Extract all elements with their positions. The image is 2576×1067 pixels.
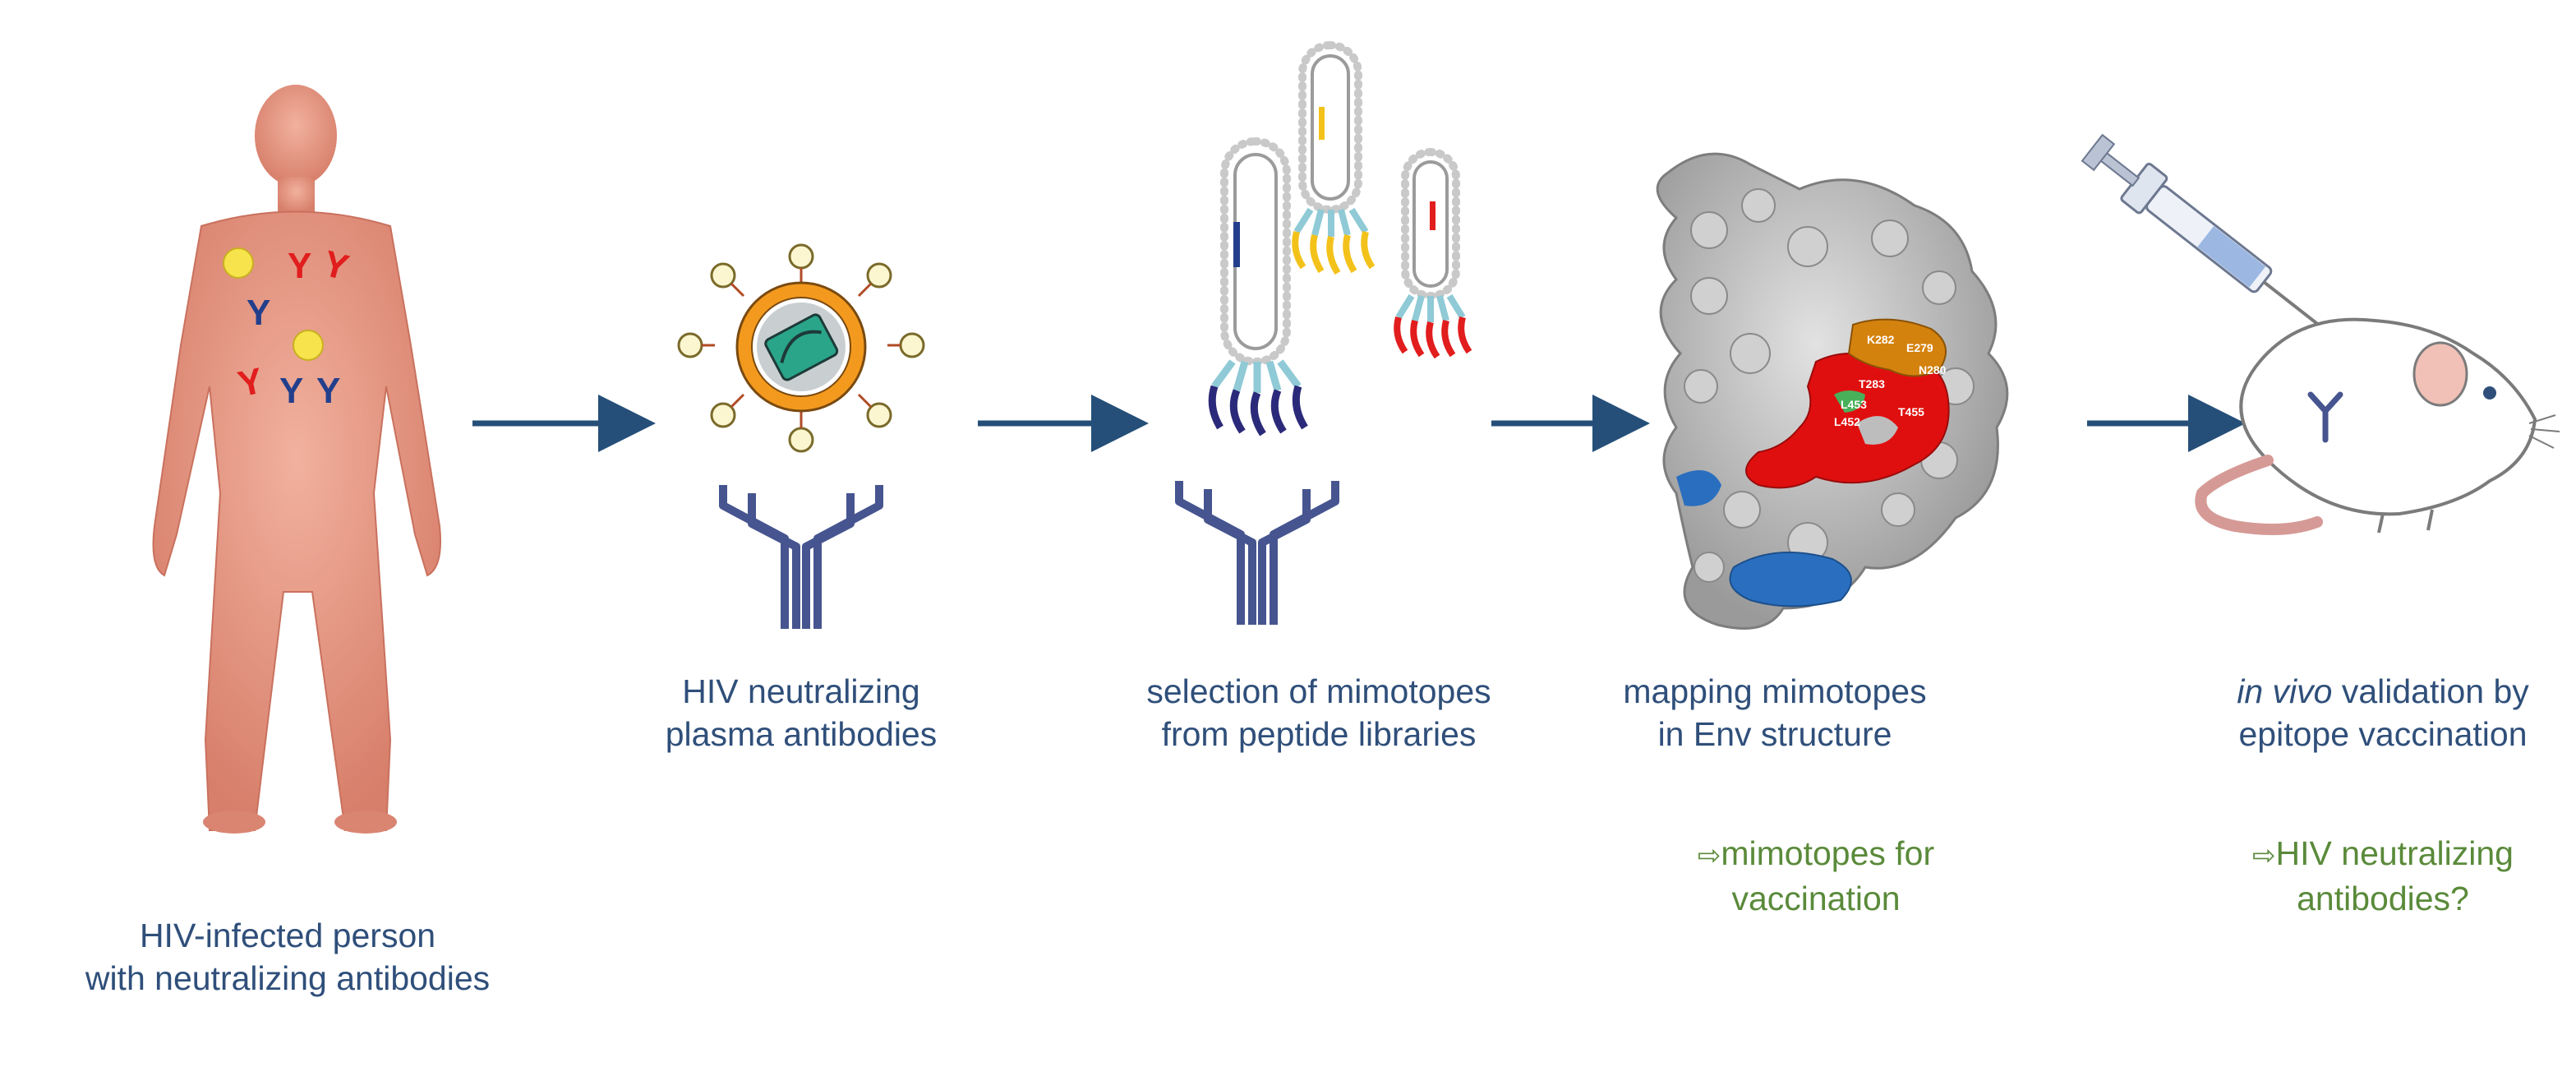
caption-line: mapping mimotopes xyxy=(1623,672,1927,710)
caption-env-mapping: mapping mimotopes in Env structure xyxy=(1594,670,1956,755)
result-line: antibodies? xyxy=(2297,880,2469,917)
caption-line: plasma antibodies xyxy=(665,715,938,753)
caption-line: from peptide libraries xyxy=(1161,715,1477,753)
svg-text:Y: Y xyxy=(279,371,303,411)
human-figure-icon: Y Y Y Y Y Y xyxy=(152,85,441,834)
svg-text:Y: Y xyxy=(288,246,311,286)
svg-text:T455: T455 xyxy=(1898,405,1924,418)
phage-icon xyxy=(1208,41,1472,436)
svg-text:Y: Y xyxy=(247,293,270,333)
caption-vaccination: in vivo validation by epitope vaccinatio… xyxy=(2194,670,2572,755)
caption-line: HIV-infected person xyxy=(139,917,436,954)
result-line: HIV neutralizing xyxy=(2275,834,2514,872)
caption-plasma-antibodies: HIV neutralizing plasma antibodies xyxy=(604,670,998,755)
svg-text:L452: L452 xyxy=(1834,415,1860,428)
mouse-icon xyxy=(2195,317,2560,535)
caption-mimotope-selection: selection of mimotopes from peptide libr… xyxy=(1105,670,1532,755)
antibody-icon xyxy=(723,485,879,629)
svg-text:N280: N280 xyxy=(1919,363,1947,376)
result-line: vaccination xyxy=(1731,880,1901,917)
result-line: mimotopes for xyxy=(1721,834,1935,872)
result-arrow-icon: ⇨ xyxy=(2252,840,2276,871)
caption-italic: in vivo xyxy=(2237,672,2333,710)
virus-particle-icon xyxy=(677,243,925,453)
caption-line: with neutralizing antibodies xyxy=(85,959,491,997)
caption-line: HIV neutralizing xyxy=(682,672,920,710)
caption-line: selection of mimotopes xyxy=(1146,672,1491,710)
caption-line: epitope vaccination xyxy=(2238,715,2528,753)
result-arrow-icon: ⇨ xyxy=(1697,840,1721,871)
caption-line: in Env structure xyxy=(1657,715,1892,753)
result-vaccination: ⇨HIV neutralizing antibodies? xyxy=(2202,832,2564,920)
protein-surface-icon: K282 E279 N280 T283 L453 T455 L452 xyxy=(1656,152,2009,630)
caption-infected-person: HIV-infected person with neutralizing an… xyxy=(25,914,551,1000)
svg-text:L453: L453 xyxy=(1841,398,1867,411)
svg-text:Y: Y xyxy=(316,371,340,411)
svg-text:K282: K282 xyxy=(1867,333,1895,346)
caption-line: validation by xyxy=(2332,672,2529,710)
result-env-mapping: ⇨mimotopes for vaccination xyxy=(1635,832,1997,920)
svg-text:T283: T283 xyxy=(1859,377,1885,390)
antibody-icon xyxy=(1179,481,1335,625)
svg-text:E279: E279 xyxy=(1906,341,1933,354)
